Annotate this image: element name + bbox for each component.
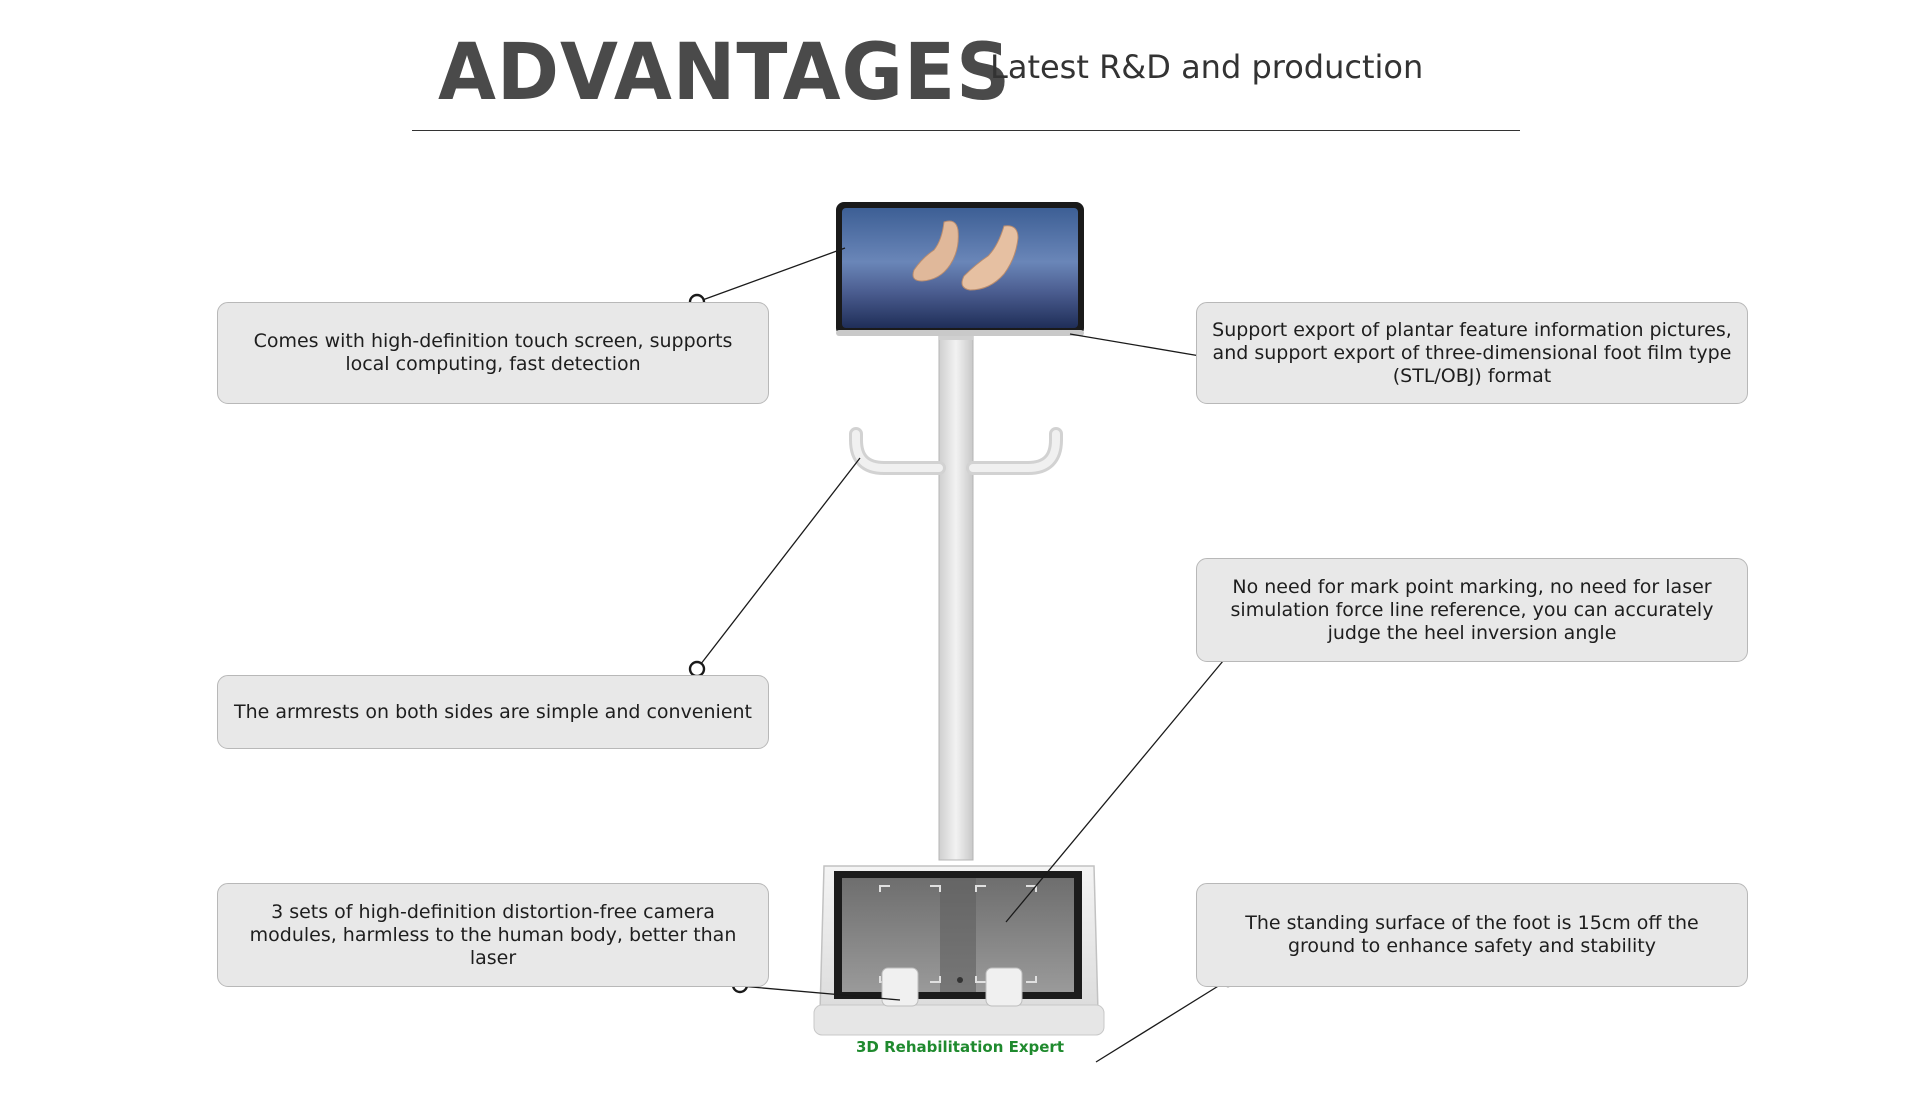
connector-cameras	[739, 985, 901, 1001]
feature-touch-screen: Comes with high-definition touch screen,…	[217, 302, 769, 404]
connector-export	[1069, 333, 1207, 358]
feature-export: Support export of plantar feature inform…	[1196, 302, 1748, 404]
base-label: 3D Rehabilitation Expert	[856, 1038, 1064, 1056]
touch-screen-display	[842, 208, 1078, 328]
connector-touch-screen	[696, 247, 846, 303]
connector-standing-surface	[1095, 979, 1229, 1063]
marker-armrests	[688, 660, 706, 678]
feature-armrests: The armrests on both sides are simple an…	[217, 675, 769, 749]
connector-armrests	[696, 457, 861, 670]
camera-module-left	[881, 967, 919, 1007]
feature-cameras: 3 sets of high-definition distortion-fre…	[217, 883, 769, 987]
header: ADVANTAGES Latest R&D and production	[0, 0, 1920, 140]
page-subtitle: Latest R&D and production	[990, 48, 1424, 86]
foot-model-right	[961, 225, 1019, 291]
foot-model-left	[912, 220, 959, 282]
feature-heel-angle: No need for mark point marking, no need …	[1196, 558, 1748, 662]
page-title: ADVANTAGES	[438, 28, 1011, 118]
connector-heel-angle	[1005, 654, 1229, 923]
feature-standing-surface: The standing surface of the foot is 15cm…	[1196, 883, 1748, 987]
camera-module-right	[985, 967, 1023, 1007]
header-divider	[412, 130, 1520, 131]
